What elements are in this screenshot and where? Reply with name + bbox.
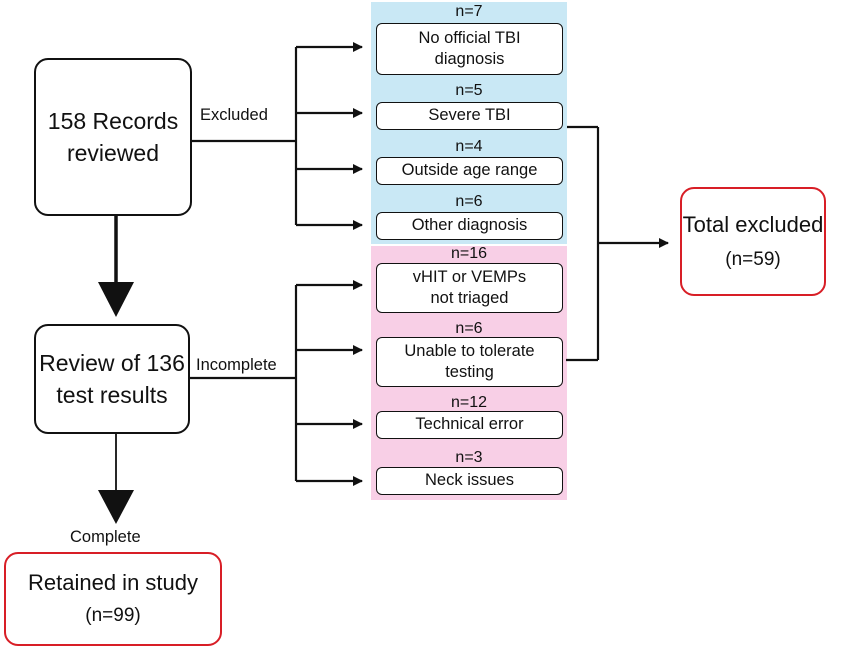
incomplete-label: Incomplete: [196, 356, 277, 374]
reason-count: n=4: [455, 138, 483, 155]
reason-line1: Severe TBI: [428, 106, 511, 125]
reason-line2: diagnosis: [434, 50, 505, 68]
total-excluded-box: Total excluded (n=59): [680, 187, 826, 296]
down-arrowhead-1: [98, 282, 134, 317]
reason-count: n=6: [455, 320, 483, 337]
reason-box-unable-to-tolerate: Unable to tolerate testing: [376, 337, 563, 387]
reason-box-severe-tbi: Severe TBI: [376, 102, 563, 130]
reason-count: n=5: [455, 82, 483, 99]
reason-line2: testing: [445, 363, 494, 381]
reason-box-technical-error: Technical error: [376, 411, 563, 439]
reason-count: n=12: [450, 394, 488, 411]
reason-line2: not triaged: [430, 289, 509, 307]
reason-line1: Outside age range: [401, 161, 538, 180]
reason-line1: Other diagnosis: [411, 216, 528, 235]
complete-label: Complete: [70, 528, 141, 546]
total-excluded-line1: Total excluded: [682, 211, 824, 237]
retained-line2: (n=99): [85, 605, 141, 626]
excluded-label: Excluded: [200, 106, 268, 124]
retained-box: Retained in study (n=99): [4, 552, 222, 646]
review-results-line2: test results: [56, 382, 168, 408]
reason-line1: No official TBI: [418, 28, 521, 47]
reason-box-other-diagnosis: Other diagnosis: [376, 212, 563, 240]
review-results-line1: Review of 136: [39, 349, 185, 376]
total-excluded-line2: (n=59): [725, 248, 781, 270]
reason-box-not-triaged: vHIT or VEMPs not triaged: [376, 263, 563, 313]
records-reviewed-line1: 158 Records: [47, 107, 179, 134]
reason-line1: Technical error: [415, 415, 524, 434]
reason-count: n=7: [455, 3, 483, 20]
records-reviewed-box: 158 Records reviewed: [34, 58, 192, 216]
reason-count: n=16: [450, 245, 488, 262]
reason-line1: Neck issues: [425, 471, 514, 490]
reason-count: n=3: [455, 449, 483, 466]
reason-box-neck-issues: Neck issues: [376, 467, 563, 495]
records-reviewed-line2: reviewed: [66, 140, 160, 166]
reason-count: n=6: [455, 193, 483, 210]
retained-line1: Retained in study: [28, 570, 198, 595]
reason-line1: vHIT or VEMPs: [412, 267, 527, 286]
reason-box-no-diagnosis: No official TBI diagnosis: [376, 23, 563, 75]
down-arrowhead-2: [98, 490, 134, 524]
review-results-box: Review of 136 test results: [34, 324, 190, 434]
reason-box-age-range: Outside age range: [376, 157, 563, 185]
reason-line1: Unable to tolerate: [404, 341, 535, 360]
